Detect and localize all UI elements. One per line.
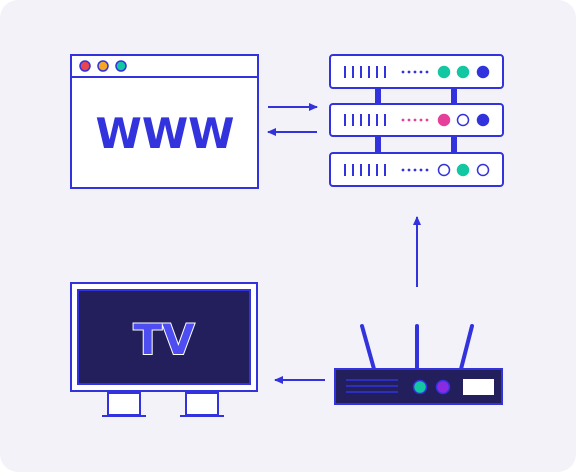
router-light-icon bbox=[412, 379, 428, 395]
server-dots bbox=[401, 168, 429, 172]
router-light-icon bbox=[435, 379, 451, 395]
browser-dot-maximize-icon bbox=[115, 60, 127, 72]
server-unit-3 bbox=[329, 152, 504, 187]
server-light-icon bbox=[456, 65, 470, 79]
server-light-icon bbox=[437, 113, 451, 127]
tv-label: TV bbox=[133, 315, 195, 364]
server-dots bbox=[401, 70, 429, 74]
server-light-icon bbox=[476, 163, 490, 177]
browser-dot-minimize-icon bbox=[97, 60, 109, 72]
server-light-icon bbox=[476, 113, 490, 127]
server-unit-1 bbox=[329, 54, 504, 89]
server-light-icon bbox=[456, 113, 470, 127]
router-vent-lines bbox=[346, 379, 398, 393]
server-vent-lines bbox=[344, 66, 386, 78]
server-light-icon bbox=[437, 163, 451, 177]
tv-stand bbox=[102, 392, 224, 417]
server-vent-lines bbox=[344, 114, 386, 126]
browser-www-label: WWW bbox=[96, 109, 235, 158]
server-unit-2 bbox=[329, 103, 504, 137]
browser-window: WWW bbox=[70, 54, 259, 189]
server-light-icon bbox=[456, 163, 470, 177]
server-light-icon bbox=[476, 65, 490, 79]
server-light-icon bbox=[437, 65, 451, 79]
router bbox=[334, 324, 503, 405]
tv-monitor: TV bbox=[70, 282, 258, 417]
router-display bbox=[463, 379, 494, 395]
server-stack bbox=[329, 54, 504, 187]
browser-dot-close-icon bbox=[79, 60, 91, 72]
server-dots bbox=[401, 118, 429, 122]
router-antennas bbox=[360, 324, 474, 371]
server-vent-lines bbox=[344, 164, 386, 176]
